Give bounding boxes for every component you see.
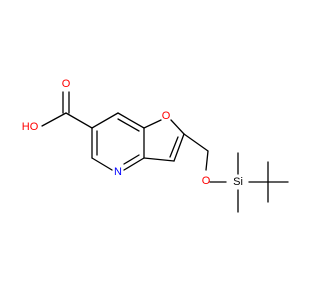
bond-fur-c2-c3 [173,133,185,162]
bond-pyr-n-c3a [123,157,145,171]
pyridine-nitrogen-label: N [114,166,122,178]
bond-fur-o-c2 [170,119,185,135]
silicon-label: Si [233,176,243,188]
bond-pyr-c7a-c7 [117,112,145,129]
atom-labels: HO O O N O Si [22,78,243,188]
bond-c2-ch2 [183,133,209,152]
furan-oxygen-label: O [162,110,171,122]
bond-fur-c3-c3a [143,157,175,162]
bond-pyr-c7a-c7-inner [117,118,140,132]
bond-ch2-o [205,150,209,171]
bond-fur-c2-c3-inner [169,136,179,158]
ether-oxygen-label: O [202,175,211,187]
bond-fur-c7a-o [143,119,162,129]
bond-pyr-n-c3a-inner [123,154,140,165]
bond-cooh-c-ring [65,112,93,129]
bond-c-oh [41,112,67,127]
hydroxyl-label: HO [22,121,39,133]
carbonyl-oxygen-label: O [62,78,71,90]
structure-diagram: HO O O N O Si [22,78,289,213]
bond-pyr-c6-c7 [91,112,119,129]
bond-pyr-c5-n [91,157,113,171]
bonds [41,91,289,213]
